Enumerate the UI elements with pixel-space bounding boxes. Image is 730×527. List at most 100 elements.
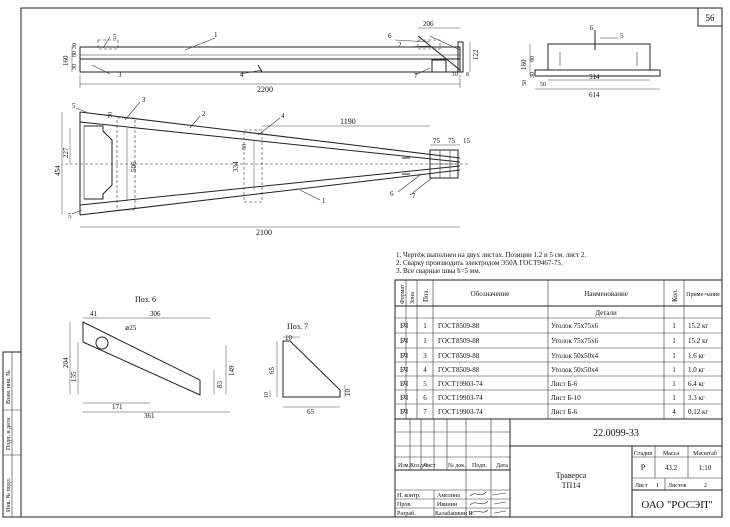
pos6-dim-204: 204 xyxy=(62,357,70,368)
title-block: Изм. Кол.уч. Лист № док. Подп. Дата Н. к… xyxy=(394,418,723,518)
tb-org: ОАО "РОСЭП" xyxy=(641,499,712,511)
signature-razrab xyxy=(469,509,507,515)
bom-cell-format: БЧ xyxy=(400,380,409,388)
pos7-dim-10c: 10 xyxy=(264,392,270,398)
bom-cell-format: БЧ xyxy=(400,394,409,402)
bom-cell-note: 1.0 кг xyxy=(688,366,705,374)
top-dim-30b: 30 xyxy=(72,64,78,70)
note-3: 3. Все сварные швы h=5 мм. xyxy=(396,267,481,275)
end-dim-514: 514 xyxy=(589,73,600,81)
bom-cell-pos: 4 xyxy=(423,366,427,374)
tb-role-razrab: Разраб. xyxy=(397,510,416,517)
bom-cell-note: 3.3 кг xyxy=(688,394,705,402)
end-dim-50: 50 xyxy=(540,82,546,88)
tb-sheets-label: Листов xyxy=(668,483,686,489)
bom-cell-pos: 3 xyxy=(423,352,427,360)
top-view: 5 1 6 2 7 3 4 10 8 206 122 2200 160 80 3… xyxy=(62,20,480,94)
tb-mass: 43.2 xyxy=(665,464,678,472)
bom-cell-code: ГОСТ8509-88 xyxy=(438,366,480,374)
bom-header-code: Обозначение xyxy=(471,290,510,298)
pos6-dim-135: 135 xyxy=(70,371,78,382)
pos6-dim-83: 83 xyxy=(216,381,224,389)
top-dim-206: 206 xyxy=(423,20,434,28)
bom-cell-note: 15.2 кг xyxy=(688,322,708,330)
plan-callout-3: 3 xyxy=(142,96,146,104)
bom-header-note: Приме-чание xyxy=(686,292,720,298)
end-view: 5 6 514 614 160 50 80 30 50 xyxy=(520,24,661,99)
top-callout-5: 5 xyxy=(113,33,117,41)
tb-sheets-value: 2 xyxy=(704,483,707,489)
note-1: 1. Чертёж выполнен на двух листах. Позиц… xyxy=(396,251,586,259)
plan-callout-2: 2 xyxy=(202,110,206,118)
bom-cell-pos: 1 xyxy=(423,322,427,330)
bom-cell-code: ГОСТ19903-74 xyxy=(438,394,483,402)
top-callout-1: 1 xyxy=(214,31,218,39)
plan-dim-75a: 75 xyxy=(433,137,441,145)
bom-cell-format: БЧ xyxy=(400,337,409,345)
bom-cell-code: ГОСТ8509-88 xyxy=(438,337,480,345)
bom-header-format: Формат xyxy=(400,284,406,304)
bom-cell-pos: 7 xyxy=(423,408,427,416)
bom-cell-note: 6.4 кг xyxy=(688,380,705,388)
notes-block: 1. Чертёж выполнен на двух листах. Позиц… xyxy=(396,251,586,275)
pos6-dim-41: 41 xyxy=(90,310,98,318)
bom-cell-pos: 5 xyxy=(423,380,427,388)
plan-callout-7: 7 xyxy=(412,192,416,200)
bom-cell-code: ГОСТ8509-88 xyxy=(438,322,480,330)
tb-doc-code: 22.0099-33 xyxy=(593,428,639,439)
bom-cell-note: 15.2 кг xyxy=(688,337,708,345)
plan-dim-454: 454 xyxy=(54,165,62,176)
tb-role-nkontr: Н. контр. xyxy=(397,493,421,499)
plan-dim-75b: 75 xyxy=(448,137,456,145)
tb-stage: Р xyxy=(641,463,646,472)
end-callout-5: 5 xyxy=(620,32,624,40)
bom-cell-qty: 1 xyxy=(672,352,676,360)
signature-prov xyxy=(469,500,507,506)
margin-stamp: Инв. № подл. Подп. и дата Взам. инв. № xyxy=(2,351,22,518)
sheet-frame xyxy=(20,7,723,518)
bom-cell-format: БЧ xyxy=(400,408,409,416)
top-view-flange xyxy=(79,46,461,60)
bom-cell-name: Лист Б-6 xyxy=(551,380,578,388)
pos7-detail: Поз. 7 10 65 10 10 65 xyxy=(264,322,352,416)
top-dim-30a: 30 xyxy=(72,43,78,49)
end-dim-30: 30 xyxy=(530,72,536,78)
top-callout-3: 3 xyxy=(118,71,122,79)
bom-cell-note: 1.6 кг xyxy=(688,352,705,360)
plan-dim-50b: 50 xyxy=(242,144,248,150)
tb-scale-label: Масштаб xyxy=(693,450,717,457)
top-callout-6: 6 xyxy=(388,32,392,40)
end-dim-614: 614 xyxy=(589,91,600,99)
pos6-detail: Поз. 6 41 306 ⌀25 204 135 83 149 171 361 xyxy=(62,295,236,420)
pos7-title: Поз. 7 xyxy=(287,322,308,331)
plan-callout-4: 4 xyxy=(281,112,285,120)
bom-header-pos: Поз. xyxy=(422,289,430,302)
bom-cell-name: Уголок 75х75х6 xyxy=(551,322,599,330)
bom-cell-code: ГОСТ8509-88 xyxy=(438,352,480,360)
signature-nkontr xyxy=(469,491,507,497)
bom-cell-pos: 6 xyxy=(423,394,427,402)
tb-hdr-izm: Изм. xyxy=(398,463,410,469)
pos6-dim-171: 171 xyxy=(112,403,123,411)
plan-callout-1: 1 xyxy=(322,197,326,205)
tb-item-name: Траверса xyxy=(556,471,587,480)
plan-dim-15: 15 xyxy=(463,137,471,145)
bom-cell-name: Лист Б-6 xyxy=(551,408,578,416)
tb-stage-label: Стадия xyxy=(634,451,653,457)
stamp-vzam-inv: Взам. инв. № xyxy=(6,370,12,404)
tb-sheet-label: Лист xyxy=(635,483,648,489)
plan-dim-50a: 50 xyxy=(108,112,114,118)
tb-hdr-list: Лист xyxy=(423,463,436,469)
tb-name-prov: Ивинин xyxy=(437,502,458,508)
bom-header-zone: Зона xyxy=(410,292,416,304)
tb-name-nkontr: Амелина xyxy=(437,493,460,499)
top-dim-160: 160 xyxy=(62,55,70,66)
bom-cell-qty: 1 xyxy=(672,322,676,330)
tb-item-code: ТП14 xyxy=(562,481,581,490)
pos7-dim-65a: 65 xyxy=(268,367,276,375)
bom-cell-qty: 4 xyxy=(672,408,676,416)
